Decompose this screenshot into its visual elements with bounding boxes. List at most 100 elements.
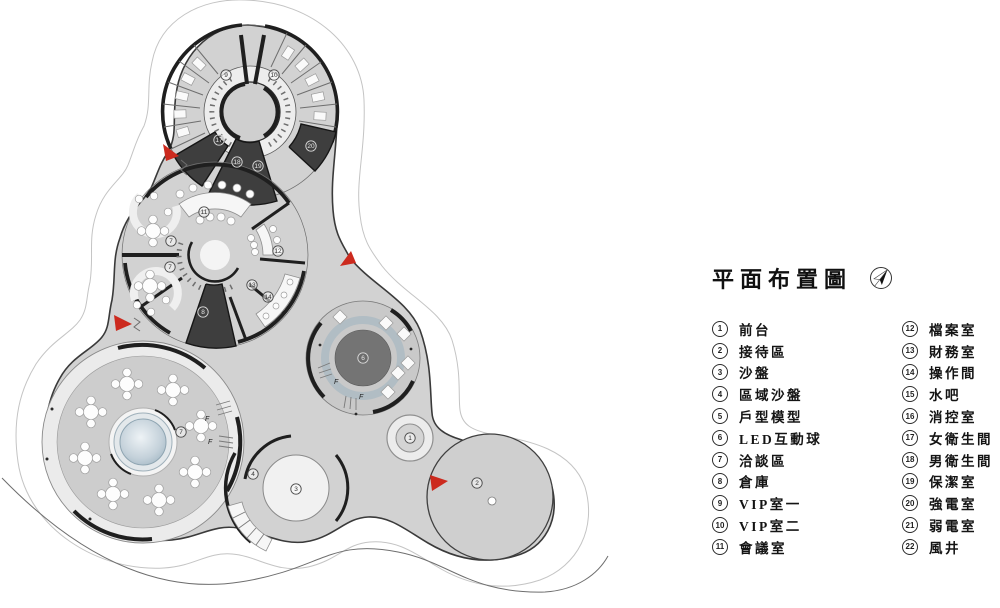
legend-item-label: 消控室: [929, 410, 977, 426]
legend-item-number: 18: [902, 451, 918, 468]
room-marker: 6: [357, 352, 369, 364]
room-marker: 20: [305, 140, 317, 152]
svg-text:17: 17: [215, 137, 223, 144]
legend-item-label: 女衛生間: [929, 431, 993, 447]
stair-label: F: [359, 394, 364, 401]
room-marker: 13: [246, 279, 258, 291]
stair-label: F: [208, 439, 213, 446]
legend-item: 21 弱電室: [902, 514, 993, 536]
legend-item: 14 操作間: [902, 362, 993, 384]
svg-text:8: 8: [201, 309, 205, 316]
legend-item-number: 17: [902, 429, 918, 446]
svg-text:3: 3: [294, 486, 298, 493]
water-feature: [108, 407, 178, 477]
legend-item-number: 21: [902, 517, 918, 534]
legend-item-label: 洽談區: [739, 453, 787, 469]
room-marker: 12: [272, 245, 284, 257]
bar-bench: [255, 223, 274, 256]
svg-text:7: 7: [169, 238, 173, 245]
entrance-arrow: [430, 475, 448, 491]
room-marker: 7: [175, 426, 187, 438]
page-title: 平面布置圖: [712, 267, 853, 292]
svg-text:19: 19: [254, 163, 262, 170]
svg-text:7: 7: [168, 264, 172, 271]
room-marker: 4: [247, 468, 259, 480]
legend-item-number: 5: [712, 408, 728, 425]
svg-text:11: 11: [201, 209, 208, 216]
lounge-circle: [41, 340, 245, 544]
svg-text:1: 1: [408, 435, 412, 442]
legend-item-label: 檔案室: [929, 322, 977, 338]
room-marker: 14: [262, 291, 274, 303]
legend-item-label: 強電室: [929, 497, 977, 513]
legend-item-label: VIP室一: [739, 497, 802, 513]
legend-item-number: 6: [712, 429, 728, 446]
room-marker: 7: [164, 261, 176, 273]
svg-text:2: 2: [475, 480, 479, 487]
legend-item-number: 10: [712, 517, 728, 534]
display-stands: [332, 309, 416, 400]
stair-label: F: [334, 379, 339, 386]
legend-item-label: 前台: [739, 322, 771, 338]
svg-text:18: 18: [233, 159, 241, 166]
legend-item-number: 13: [902, 342, 918, 359]
legend-item: 17 女衛生間: [902, 427, 993, 449]
svg-text:6: 6: [361, 355, 365, 362]
legend-item-number: 14: [902, 364, 918, 381]
legend-item-label: LED互動球: [739, 431, 823, 447]
room-marker: 8: [197, 306, 209, 318]
legend-item-number: 9: [712, 495, 728, 512]
legend-item-label: 保潔室: [929, 475, 977, 491]
north-compass-icon: [870, 267, 893, 289]
led-interactive-ball: [334, 329, 392, 387]
legend-item: 11 會議室: [712, 536, 880, 558]
stair-label: F: [205, 416, 210, 423]
legend-item-label: 倉庫: [739, 475, 771, 491]
entrance-arrow: [163, 144, 179, 161]
room-marker: 2: [471, 477, 483, 489]
svg-text:9: 9: [224, 72, 228, 79]
middle-room-cluster: [121, 161, 309, 349]
model-display-stands: [173, 45, 327, 139]
legend-item-number: 12: [902, 320, 918, 337]
legend-item: 12 檔案室: [902, 318, 993, 340]
legend-item-label: 接待區: [739, 344, 787, 360]
legend-item-label: 水吧: [929, 388, 961, 404]
room-marker: 1: [404, 432, 416, 444]
svg-text:4: 4: [251, 471, 255, 478]
legend-item-number: 22: [902, 538, 918, 555]
room-marker: 9: [220, 69, 232, 81]
legend-item-number: 11: [712, 538, 728, 555]
reception-circle: [426, 433, 554, 561]
room-marker: 17: [213, 134, 225, 146]
legend-item-label: VIP室二: [739, 519, 802, 535]
svg-text:20: 20: [307, 143, 315, 150]
svg-text:10: 10: [270, 72, 278, 79]
legend-item: 13 財務室: [902, 340, 993, 362]
led-ball-room: [305, 300, 421, 416]
legend-item-label: 操作間: [929, 366, 977, 382]
legend-item-number: 4: [712, 386, 728, 403]
legend-item-label: 會議室: [739, 540, 787, 556]
floor-plan: 9 10 17 18 19 20 11 12 13 14 7 7 8 6 7 1…: [1, 0, 609, 593]
conference-chairs: [175, 180, 255, 226]
legend-item-label: 財務室: [929, 344, 977, 360]
room-marker: 10: [268, 69, 280, 81]
legend-item-label: 弱電室: [929, 519, 977, 535]
room-marker: 3: [290, 483, 302, 495]
entrance-arrow: [114, 315, 132, 331]
